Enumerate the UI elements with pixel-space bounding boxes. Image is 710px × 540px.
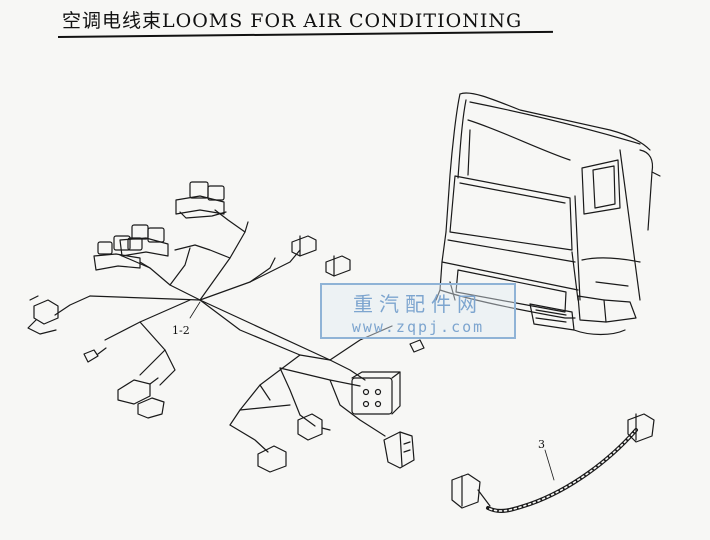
truck-cab-illustration	[435, 92, 661, 336]
callout-label-3: 3	[538, 438, 545, 451]
connector-far-left	[27, 295, 59, 335]
watermark-url: www.zqpj.com	[351, 318, 485, 336]
connector-bottom	[257, 445, 287, 473]
harness-assembly-1-2	[27, 181, 425, 473]
watermark-stamp: 重汽配件网 www.zqpj.com	[320, 283, 516, 339]
connector-harness-3-end	[627, 413, 655, 443]
callout-label-1-2: 1-2	[172, 324, 190, 337]
callout-leader-3	[544, 449, 555, 481]
connector-cluster-top	[175, 181, 227, 219]
terminal-small	[409, 339, 425, 353]
bullet-terminal	[83, 347, 107, 363]
connector-cluster-left	[93, 235, 143, 271]
callout-leader-1-2	[189, 301, 201, 319]
relay-block	[351, 371, 401, 415]
relay-block-b	[383, 431, 415, 469]
connector-harness-3-start	[451, 473, 491, 509]
connector-plug-right-b	[325, 255, 351, 277]
connector-mid-bottom	[297, 413, 331, 441]
connector-lower-left	[117, 377, 165, 419]
connector-plug-right-a	[291, 235, 317, 257]
page-title: 空调电线束LOOMS FOR AIR CONDITIONING	[62, 10, 523, 32]
connector-cluster-mid	[119, 224, 169, 257]
harness-assembly-3	[451, 413, 655, 513]
watermark-text: 重汽配件网	[353, 292, 483, 316]
